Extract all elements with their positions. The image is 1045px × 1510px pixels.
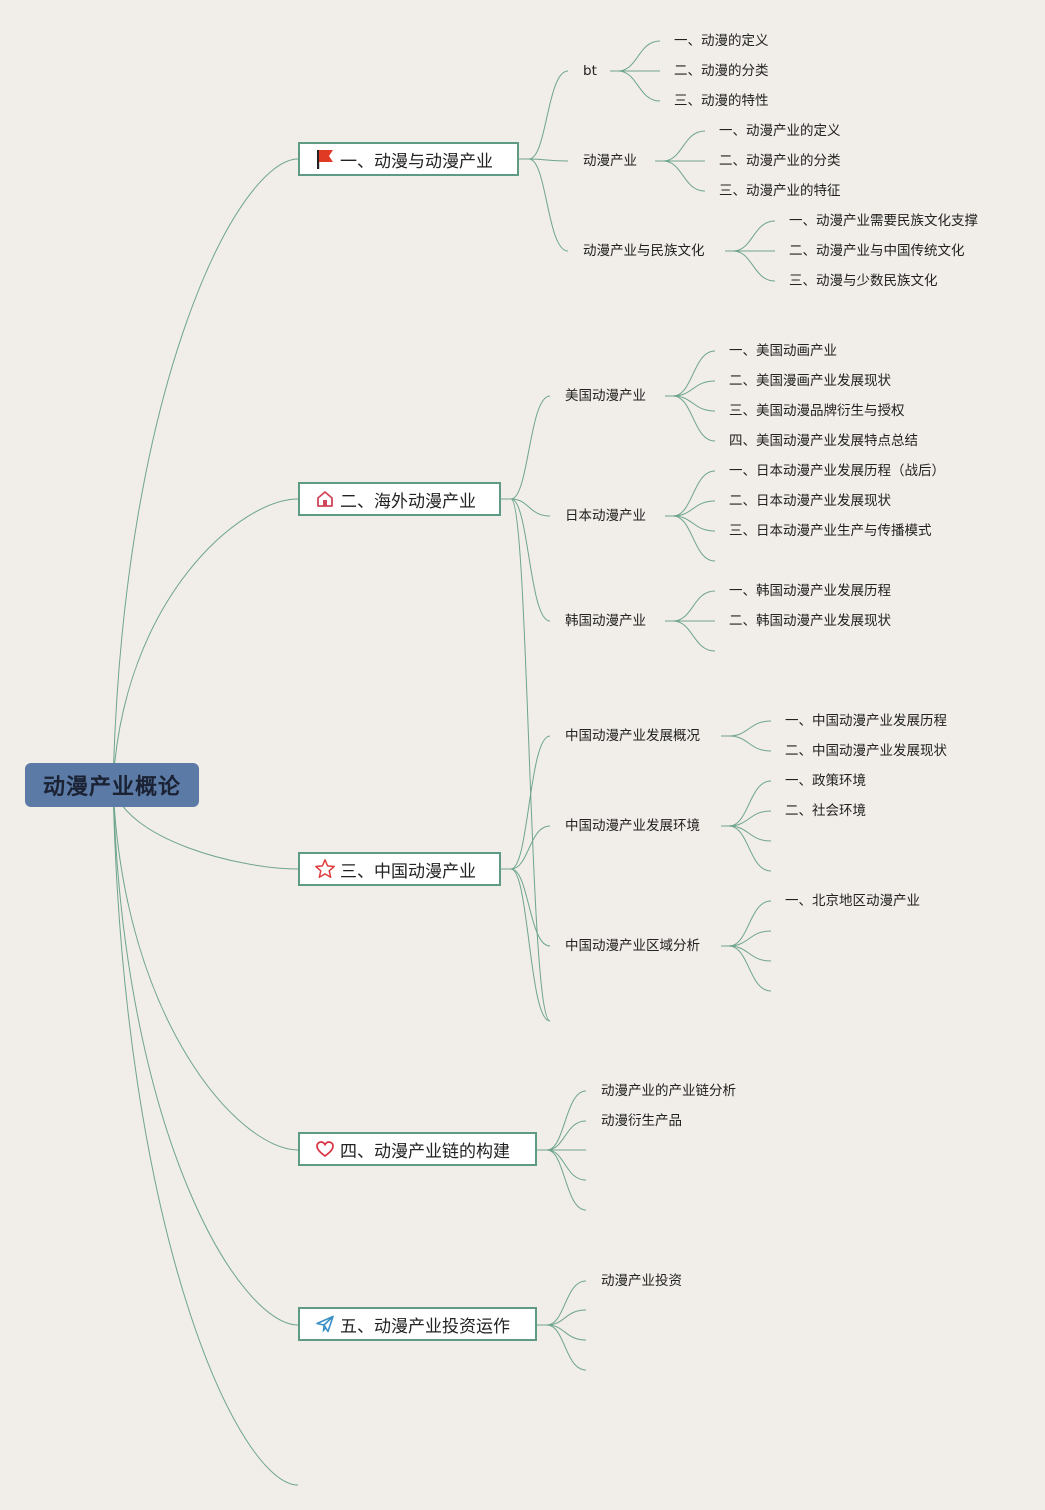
sub-8-leaf-link-3 — [721, 825, 772, 842]
root-link-1 — [112, 158, 299, 786]
branch-4-link-2 — [537, 1120, 587, 1151]
sub-6-leaf-link-3 — [665, 620, 716, 652]
sub-6-leaf-link-1 — [665, 590, 716, 622]
red-flag-icon — [314, 148, 336, 170]
branch-3[interactable]: 三、中国动漫产业 — [298, 852, 501, 886]
sub-4-leaf-link-4 — [665, 395, 716, 442]
sub-9-leaf-link-2 — [721, 930, 772, 947]
b2-sub-1-leaf-3[interactable]: 三、美国动漫品牌衍生与授权 — [729, 403, 905, 419]
sub-5-leaf-link-2 — [665, 500, 716, 517]
sub-7-leaf-link-2 — [721, 735, 772, 752]
b2-sub-1-leaf-4[interactable]: 四、美国动漫产业发展特点总结 — [729, 433, 918, 449]
b2-sub-2[interactable]: 日本动漫产业 — [565, 508, 646, 524]
branch-5-link-3 — [537, 1324, 587, 1341]
root-link-2 — [112, 498, 299, 786]
sub-1-leaf-link-3 — [610, 70, 661, 102]
b3-sub-2-leaf-2[interactable]: 二、社会环境 — [785, 803, 866, 819]
b3-sub-3-leaf-1[interactable]: 一、北京地区动漫产业 — [785, 893, 920, 909]
b3-sub-3[interactable]: 中国动漫产业区域分析 — [565, 938, 700, 954]
b3-sub-2-leaf-1[interactable]: 一、政策环境 — [785, 773, 866, 789]
root-topic[interactable]: 动漫产业概论 — [25, 763, 199, 807]
branch-2-link-2 — [501, 498, 551, 517]
sub-3-leaf-link-3 — [725, 250, 776, 282]
branch-3-link-2 — [501, 825, 551, 870]
sub-5-leaf-link-3 — [665, 515, 716, 532]
branch-1-link-1 — [519, 70, 569, 160]
b3-sub-1[interactable]: 中国动漫产业发展概况 — [565, 728, 700, 744]
b1-sub-1[interactable]: bt — [583, 63, 597, 79]
branch-1-link-3 — [519, 158, 569, 252]
sub-4-leaf-link-3 — [665, 395, 716, 412]
star-icon — [314, 858, 336, 880]
branch-3-link-3 — [501, 868, 551, 947]
sub-4-leaf-link-2 — [665, 380, 716, 397]
b1-sub-3-leaf-2[interactable]: 二、动漫产业与中国传统文化 — [789, 243, 965, 259]
sub-8-leaf-link-4 — [721, 825, 772, 872]
branch-2[interactable]: 二、海外动漫产业 — [298, 482, 501, 516]
branch-1[interactable]: 一、动漫与动漫产业 — [298, 142, 519, 176]
sub-7-leaf-link-1 — [721, 720, 772, 737]
b4-sub-1[interactable]: 动漫产业的产业链分析 — [601, 1083, 736, 1099]
b2-sub-2-leaf-1[interactable]: 一、日本动漫产业发展历程（战后） — [729, 463, 945, 479]
root-link-5 — [112, 784, 299, 1326]
b2-sub-3[interactable]: 韩国动漫产业 — [565, 613, 646, 629]
b3-sub-1-leaf-1[interactable]: 一、中国动漫产业发展历程 — [785, 713, 947, 729]
b1-sub-2-leaf-2[interactable]: 二、动漫产业的分类 — [719, 153, 841, 169]
branch-3-label: 三、中国动漫产业 — [340, 861, 476, 882]
b2-sub-1-leaf-2[interactable]: 二、美国漫画产业发展现状 — [729, 373, 891, 389]
paper-plane-icon — [314, 1313, 336, 1335]
sub-2-leaf-link-3 — [655, 160, 706, 192]
b2-sub-2-leaf-2[interactable]: 二、日本动漫产业发展现状 — [729, 493, 891, 509]
b2-sub-1-leaf-1[interactable]: 一、美国动画产业 — [729, 343, 837, 359]
branch-2-link-1 — [501, 395, 551, 500]
root-link-6 — [112, 784, 299, 1486]
sub-9-leaf-link-3 — [721, 945, 772, 962]
b1-sub-3-leaf-1[interactable]: 一、动漫产业需要民族文化支撑 — [789, 213, 978, 229]
branch-5-link-4 — [537, 1324, 587, 1371]
sub-5-leaf-link-4 — [665, 515, 716, 562]
branch-4[interactable]: 四、动漫产业链的构建 — [298, 1132, 537, 1166]
b3-sub-2[interactable]: 中国动漫产业发展环境 — [565, 818, 700, 834]
branch-3-link-1 — [501, 735, 551, 870]
sub-2-leaf-link-1 — [655, 130, 706, 162]
b2-sub-2-leaf-3[interactable]: 三、日本动漫产业生产与传播模式 — [729, 523, 932, 539]
branch-4-link-4 — [537, 1149, 587, 1181]
b1-sub-2-leaf-1[interactable]: 一、动漫产业的定义 — [719, 123, 841, 139]
b2-sub-3-leaf-1[interactable]: 一、韩国动漫产业发展历程 — [729, 583, 891, 599]
sub-5-leaf-link-1 — [665, 470, 716, 517]
b3-sub-1-leaf-2[interactable]: 二、中国动漫产业发展现状 — [785, 743, 947, 759]
b5-sub-1[interactable]: 动漫产业投资 — [601, 1273, 682, 1289]
b2-sub-3-leaf-2[interactable]: 二、韩国动漫产业发展现状 — [729, 613, 891, 629]
b2-sub-1[interactable]: 美国动漫产业 — [565, 388, 646, 404]
home-icon — [314, 488, 336, 510]
sub-3-leaf-link-1 — [725, 220, 776, 252]
branch-2-link-4 — [501, 498, 551, 1022]
b1-sub-2[interactable]: 动漫产业 — [583, 153, 637, 169]
b1-sub-1-leaf-3[interactable]: 三、动漫的特性 — [674, 93, 769, 109]
b1-sub-2-leaf-3[interactable]: 三、动漫产业的特征 — [719, 183, 841, 199]
branch-5-link-1 — [537, 1280, 587, 1326]
root-link-4 — [112, 784, 299, 1151]
sub-4-leaf-link-1 — [665, 350, 716, 397]
b1-sub-1-leaf-1[interactable]: 一、动漫的定义 — [674, 33, 769, 49]
branch-3-link-4 — [501, 868, 551, 1022]
branch-2-label: 二、海外动漫产业 — [340, 491, 476, 512]
branch-4-label: 四、动漫产业链的构建 — [340, 1141, 510, 1162]
sub-8-leaf-link-1 — [721, 780, 772, 827]
b1-sub-1-leaf-2[interactable]: 二、动漫的分类 — [674, 63, 769, 79]
b1-sub-3-leaf-3[interactable]: 三、动漫与少数民族文化 — [789, 273, 938, 289]
sub-1-leaf-link-1 — [610, 40, 661, 72]
b4-sub-2[interactable]: 动漫衍生产品 — [601, 1113, 682, 1129]
b1-sub-3[interactable]: 动漫产业与民族文化 — [583, 243, 705, 259]
heart-icon — [314, 1138, 336, 1160]
branch-2-link-3 — [501, 498, 551, 622]
branch-5[interactable]: 五、动漫产业投资运作 — [298, 1307, 537, 1341]
sub-9-leaf-link-4 — [721, 945, 772, 992]
sub-9-leaf-link-1 — [721, 900, 772, 947]
branch-5-label: 五、动漫产业投资运作 — [340, 1316, 510, 1337]
branch-4-link-5 — [537, 1149, 587, 1211]
branch-1-label: 一、动漫与动漫产业 — [340, 151, 493, 172]
sub-8-leaf-link-2 — [721, 810, 772, 827]
